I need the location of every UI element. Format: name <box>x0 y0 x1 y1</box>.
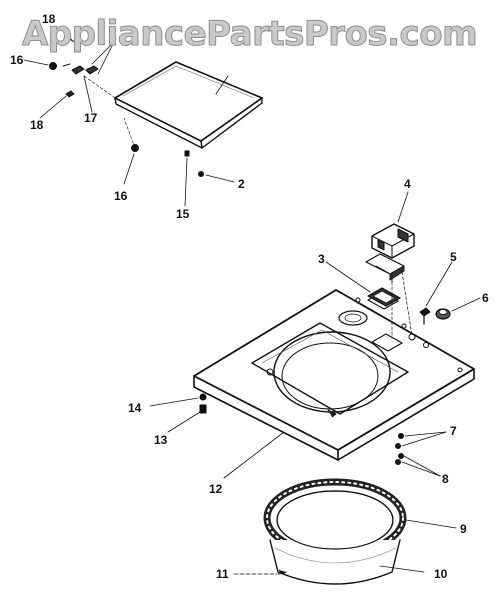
hinge-hardware <box>23 27 235 207</box>
callout-12: 12 <box>209 482 223 496</box>
hinge-17 <box>71 65 85 75</box>
fasteners-5-6 <box>419 261 481 325</box>
screw-16-top <box>49 62 57 70</box>
callout-13: 13 <box>154 433 168 447</box>
callout-6: 6 <box>482 291 489 305</box>
callout-2: 2 <box>238 177 245 191</box>
callout-4: 4 <box>404 177 411 191</box>
leader-9 <box>405 519 457 529</box>
callout-16-left: 16 <box>10 53 24 67</box>
callout-18-top: 18 <box>42 12 56 26</box>
clip-18-upper <box>74 39 85 45</box>
callout-14: 14 <box>128 401 142 415</box>
screws-13-14 <box>149 393 207 433</box>
leader-12 <box>223 431 285 479</box>
tub-ring <box>233 478 457 585</box>
hinge-17b <box>85 65 99 75</box>
screw-2 <box>198 171 204 177</box>
callout-10: 10 <box>434 567 448 581</box>
callout-7: 7 <box>450 424 457 438</box>
leader-10 <box>379 565 425 573</box>
bezel-3 <box>325 261 401 307</box>
clip-18-lower <box>65 90 75 98</box>
watermark-logo: AppliancePartsPros.com <box>21 14 478 55</box>
callout-8: 8 <box>442 472 449 486</box>
callout-5: 5 <box>450 250 457 264</box>
top-panel <box>193 289 475 461</box>
lid-switch-4 <box>365 191 415 339</box>
callout-17: 17 <box>84 111 98 125</box>
callout-16-lower: 16 <box>114 189 128 203</box>
lid <box>114 61 263 157</box>
callout-18-lower: 18 <box>30 118 44 132</box>
callout-15: 15 <box>176 207 190 221</box>
callout-9: 9 <box>460 522 467 536</box>
callout-3: 3 <box>318 252 325 266</box>
screws-7-8 <box>395 431 447 477</box>
callout-11: 11 <box>216 567 229 581</box>
